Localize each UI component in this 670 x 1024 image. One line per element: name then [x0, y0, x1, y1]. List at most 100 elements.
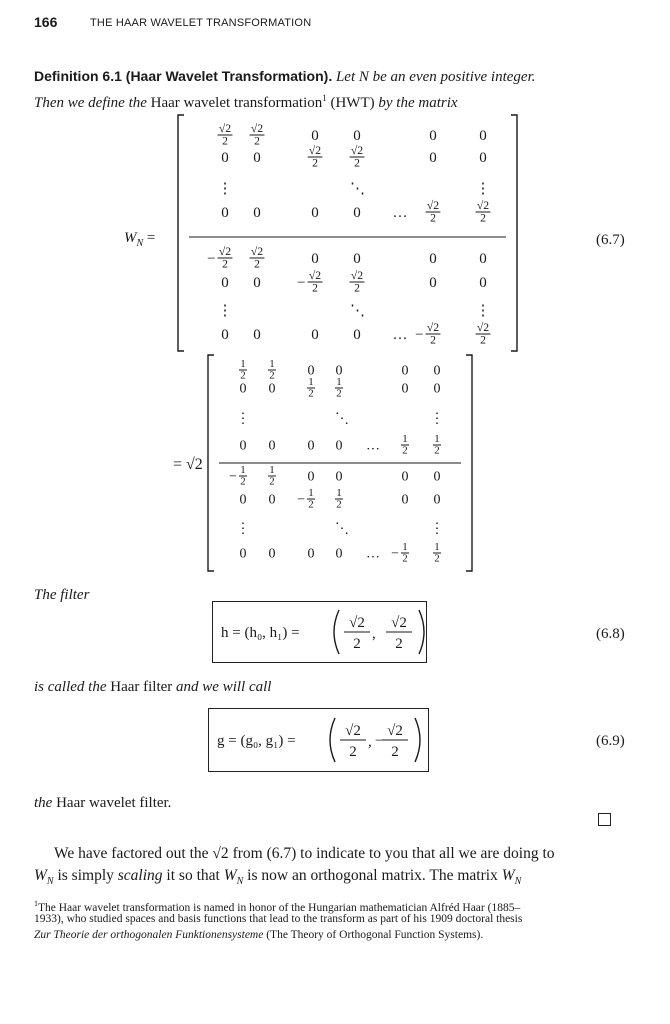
matrix-entry: 0 — [353, 251, 361, 267]
denominator: 2 — [430, 333, 436, 346]
minus-sign: − — [207, 251, 215, 267]
definition-line-2: Then we define the Haar wavelet transfor… — [34, 88, 458, 113]
definition-text: Then we define the — [34, 95, 147, 111]
matrix-entry: 0 — [402, 382, 409, 397]
numerator: √2 — [387, 723, 403, 739]
matrix-value: 0 — [269, 547, 276, 562]
matrix-value: 0 — [434, 470, 441, 485]
matrix-value: 0 — [311, 327, 319, 343]
called-text: is called the — [34, 679, 107, 695]
numerator: 1 — [308, 376, 313, 388]
matrix-entry: ⋮ — [430, 522, 444, 537]
numerator: 1 — [269, 464, 274, 476]
left-paren — [329, 717, 336, 763]
filter-coefficient: √22 — [344, 615, 370, 652]
matrix-value: ⋱ — [350, 181, 365, 197]
denominator: 2 — [480, 211, 486, 224]
denominator: 2 — [434, 553, 439, 565]
matrix-value: 0 — [308, 364, 315, 379]
matrix-entry: 0 — [479, 275, 487, 291]
matrix-entry: 0 — [479, 128, 487, 144]
matrix-symbol: W — [124, 230, 137, 246]
paragraph-text: is simply — [57, 867, 114, 884]
matrix-entry: 0 — [240, 547, 247, 562]
filter-intro: The filter — [34, 587, 90, 603]
numerator: √2 — [251, 245, 263, 258]
matrix-value: 0 — [221, 327, 229, 343]
right-bracket — [511, 114, 518, 352]
minus-sign: − — [391, 547, 399, 562]
definition-line-1: Definition 6.1 (Haar Wavelet Transformat… — [34, 66, 536, 87]
matrix-entry: 0 — [429, 150, 437, 166]
left-paren — [333, 609, 340, 655]
matrix-value: 0 — [269, 382, 276, 397]
running-title: THE HAAR WAVELET TRANSFORMATION — [90, 17, 312, 29]
matrix-entry: 0 — [253, 150, 261, 166]
matrix-entry: 0 — [479, 150, 487, 166]
matrix-entry: 0 — [269, 493, 276, 508]
denominator: 2 — [312, 156, 318, 169]
matrix-value: 0 — [434, 364, 441, 379]
matrix-entry: 0 — [402, 364, 409, 379]
matrix-value: 0 — [429, 128, 437, 144]
denominator: 2 — [222, 134, 228, 147]
matrix-entry: 12 — [334, 487, 344, 511]
matrix-entry: 0 — [221, 150, 229, 166]
numerator: √2 — [349, 615, 365, 631]
matrix-entry: 0 — [269, 547, 276, 562]
denominator: 2 — [336, 499, 341, 511]
denominator: 2 — [254, 257, 260, 270]
denominator: 2 — [353, 636, 361, 652]
matrix-value: 0 — [353, 205, 361, 221]
matrix-entry: √22 — [307, 144, 323, 169]
numerator: √2 — [219, 245, 231, 258]
denominator: 2 — [240, 476, 245, 488]
matrix-value: ⋮ — [476, 181, 491, 197]
matrix-value: ⋮ — [218, 181, 233, 197]
numerator: √2 — [345, 723, 361, 739]
right-paren — [414, 717, 421, 763]
minus-sign: − — [375, 733, 383, 749]
footnote-line-2: 1933), who studied spaces and basis func… — [34, 913, 523, 925]
matrix-entry: 12 — [432, 541, 442, 565]
numerator: √2 — [251, 122, 263, 135]
matrix-entry: ⋮ — [236, 522, 250, 537]
matrix-value: 0 — [429, 275, 437, 291]
numerator: 1 — [269, 358, 274, 370]
called-line: is called the Haar filter and we will ca… — [34, 677, 271, 697]
matrix-value: 0 — [402, 470, 409, 485]
matrix-entry: 0 — [308, 470, 315, 485]
matrix-symbol: W — [223, 867, 237, 884]
matrix-value: ⋱ — [350, 303, 365, 319]
right-bracket — [466, 354, 473, 572]
matrix-entry: 0 — [429, 128, 437, 144]
called-text: and we will call — [176, 679, 272, 695]
matrix-value: 0 — [402, 382, 409, 397]
paragraph-line-1: We have factored out the √2 from (6.7) t… — [54, 844, 555, 864]
footnote-line-3: Zur Theorie der orthogonalen Funktionens… — [34, 928, 483, 943]
numerator: √2 — [477, 199, 489, 212]
matrix-value: 0 — [336, 547, 343, 562]
paragraph-text: from (6.7) to indicate to you that all w… — [232, 845, 555, 862]
scaling-term: scaling — [117, 867, 163, 884]
footnote-mark: 1 — [322, 93, 327, 103]
matrix-value: 0 — [221, 275, 229, 291]
matrix-value: 0 — [253, 150, 261, 166]
matrix-value: ⋮ — [236, 522, 250, 537]
matrix-value: 0 — [308, 439, 315, 454]
paragraph-text: it so that — [166, 867, 220, 884]
comma: , — [372, 626, 376, 642]
matrix-value: 0 — [353, 251, 361, 267]
matrix-entry: 0 — [221, 275, 229, 291]
left-bracket — [207, 354, 214, 572]
numerator: 1 — [308, 487, 313, 499]
matrix-entry: 0 — [429, 251, 437, 267]
matrix-value: 0 — [311, 205, 319, 221]
matrix-entry: … — [393, 205, 408, 221]
matrix-value: 0 — [336, 439, 343, 454]
matrix-entry: 0 — [311, 128, 319, 144]
matrix-value: 0 — [308, 470, 315, 485]
matrix-value: 0 — [336, 364, 343, 379]
closing-line: the Haar wavelet filter. — [34, 793, 171, 813]
